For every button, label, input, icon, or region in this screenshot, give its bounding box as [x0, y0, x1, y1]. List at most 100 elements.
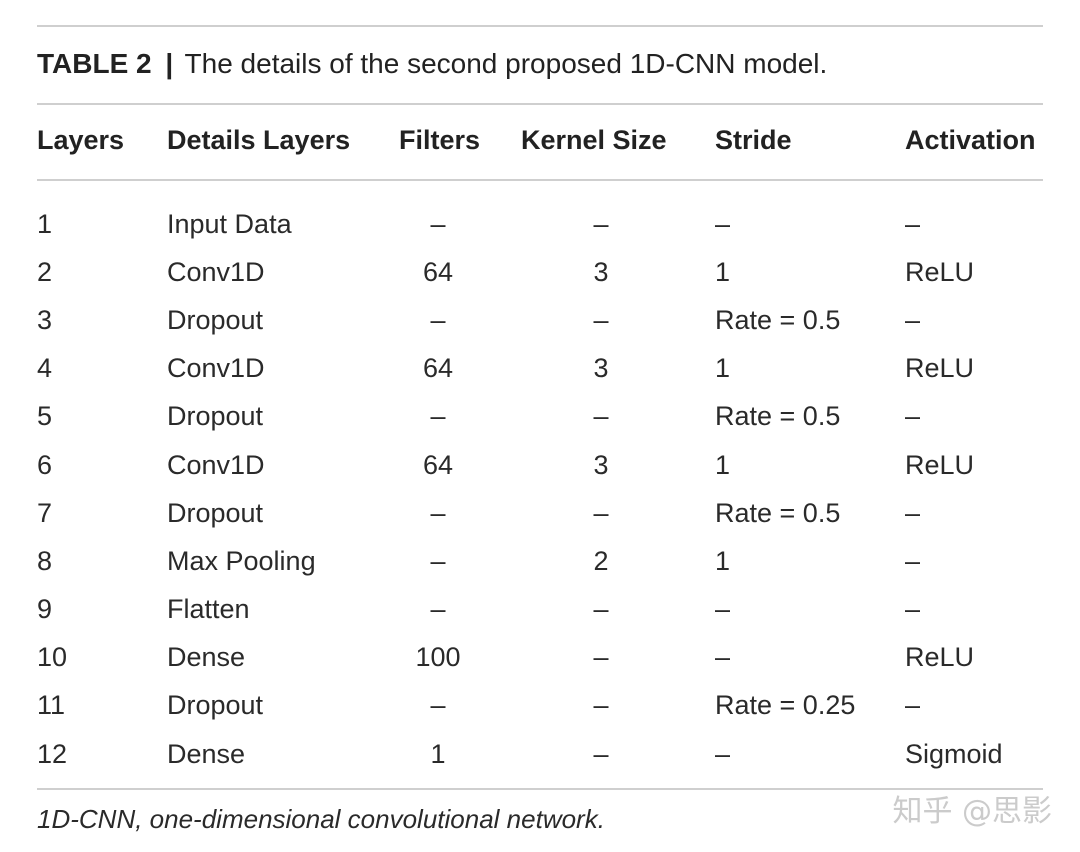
- cell-stride: Rate = 0.5: [715, 304, 841, 335]
- cell-filters: –: [430, 497, 446, 528]
- cell-filters: 64: [422, 449, 454, 480]
- caption-separator: |: [165, 48, 174, 79]
- cell-layer-number: 10: [37, 642, 68, 673]
- header-activation: Activation: [905, 124, 1036, 155]
- table-row: 8 Max Pooling – 2 1 –: [37, 537, 1047, 585]
- cell-layer-detail: Conv1D: [167, 449, 265, 480]
- header-kernel-size: Kernel Size: [521, 124, 667, 155]
- cell-layer-number: 1: [37, 208, 53, 239]
- cell-filters: 64: [422, 353, 454, 384]
- cell-stride: –: [715, 738, 731, 769]
- cell-filters: –: [430, 401, 446, 432]
- cell-filters: –: [430, 594, 446, 625]
- header-rule: [37, 179, 1043, 181]
- cell-kernel-size: 2: [593, 545, 609, 576]
- cell-kernel-size: 3: [593, 353, 609, 384]
- cell-stride: Rate = 0.25: [715, 690, 856, 721]
- cell-activation: ReLU: [905, 353, 975, 384]
- cell-activation: –: [905, 208, 921, 239]
- cell-kernel-size: –: [593, 401, 609, 432]
- cell-kernel-size: –: [593, 208, 609, 239]
- cell-layer-detail: Flatten: [167, 594, 250, 625]
- cell-layer-number: 5: [37, 401, 53, 432]
- cell-filters: 64: [422, 256, 454, 287]
- cell-kernel-size: 3: [593, 256, 609, 287]
- cell-layer-number: 8: [37, 545, 53, 576]
- cell-kernel-size: –: [593, 642, 609, 673]
- cell-kernel-size: –: [593, 594, 609, 625]
- table-row: 3 Dropout – – Rate = 0.5 –: [37, 296, 1047, 344]
- cell-layer-number: 9: [37, 594, 53, 625]
- cell-layer-number: 3: [37, 304, 53, 335]
- cell-filters: –: [430, 208, 446, 239]
- cell-activation: ReLU: [905, 449, 975, 480]
- caption-rule: [37, 103, 1043, 105]
- header-details-layers: Details Layers: [167, 124, 351, 155]
- table-label: TABLE 2: [37, 48, 152, 79]
- cell-stride: 1: [715, 545, 731, 576]
- table-row: 5 Dropout – – Rate = 0.5 –: [37, 393, 1047, 441]
- table-row: 7 Dropout – – Rate = 0.5 –: [37, 489, 1047, 537]
- caption-text: The details of the second proposed 1D-CN…: [184, 48, 828, 79]
- table-row: 2 Conv1D 64 3 1 ReLU: [37, 248, 1047, 296]
- header-filters: Filters: [399, 124, 481, 155]
- table-caption: TABLE 2 | The details of the second prop…: [37, 48, 827, 80]
- cell-stride: Rate = 0.5: [715, 401, 841, 432]
- cell-stride: –: [715, 208, 731, 239]
- header-row: Layers Details Layers Filters Kernel Siz…: [37, 118, 1047, 162]
- cell-stride: –: [715, 642, 731, 673]
- cell-activation: –: [905, 594, 921, 625]
- cell-layer-detail: Dropout: [167, 497, 264, 528]
- cell-activation: –: [905, 304, 921, 335]
- cell-layer-number: 6: [37, 449, 53, 480]
- cell-layer-detail: Input Data: [167, 208, 292, 239]
- cell-layer-detail: Conv1D: [167, 353, 265, 384]
- cell-activation: –: [905, 690, 921, 721]
- cell-filters: –: [430, 690, 446, 721]
- cell-stride: Rate = 0.5: [715, 497, 841, 528]
- cell-stride: –: [715, 594, 731, 625]
- cell-filters: –: [430, 545, 446, 576]
- table-row: 1 Input Data – – – –: [37, 200, 1047, 248]
- cell-layer-number: 7: [37, 497, 53, 528]
- header-layers: Layers: [37, 124, 125, 155]
- cell-kernel-size: –: [593, 738, 609, 769]
- cell-layer-number: 12: [37, 738, 68, 769]
- cell-layer-number: 4: [37, 353, 53, 384]
- top-rule: [37, 25, 1043, 27]
- cell-layer-detail: Dropout: [167, 690, 264, 721]
- model-details-table: Layers Details Layers Filters Kernel Siz…: [37, 118, 1047, 778]
- cell-filters: 100: [415, 642, 461, 673]
- cell-layer-detail: Dense: [167, 738, 246, 769]
- cell-kernel-size: –: [593, 304, 609, 335]
- cell-activation: –: [905, 545, 921, 576]
- cell-filters: 1: [430, 738, 446, 769]
- cell-layer-detail: Conv1D: [167, 256, 265, 287]
- cell-layer-number: 2: [37, 256, 53, 287]
- cell-filters: –: [430, 304, 446, 335]
- cell-activation: ReLU: [905, 256, 975, 287]
- cell-kernel-size: –: [593, 690, 609, 721]
- cell-layer-number: 11: [37, 690, 66, 721]
- cell-layer-detail: Dense: [167, 642, 246, 673]
- table-row: 9 Flatten – – – –: [37, 586, 1047, 634]
- cell-layer-detail: Dropout: [167, 304, 264, 335]
- cell-stride: 1: [715, 449, 731, 480]
- cell-activation: ReLU: [905, 642, 975, 673]
- cell-activation: –: [905, 401, 921, 432]
- cell-layer-detail: Dropout: [167, 401, 264, 432]
- table-row: 10 Dense 100 – – ReLU: [37, 634, 1047, 682]
- table-footnote: 1D-CNN, one-dimensional convolutional ne…: [37, 804, 605, 834]
- table-row: 11 Dropout – – Rate = 0.25 –: [37, 682, 1047, 730]
- cell-kernel-size: –: [593, 497, 609, 528]
- header-stride: Stride: [715, 124, 792, 155]
- bottom-rule: [37, 788, 1043, 790]
- watermark: 知乎 @思影: [892, 794, 1052, 829]
- cell-stride: 1: [715, 256, 731, 287]
- cell-layer-detail: Max Pooling: [167, 545, 316, 576]
- cell-activation: –: [905, 497, 921, 528]
